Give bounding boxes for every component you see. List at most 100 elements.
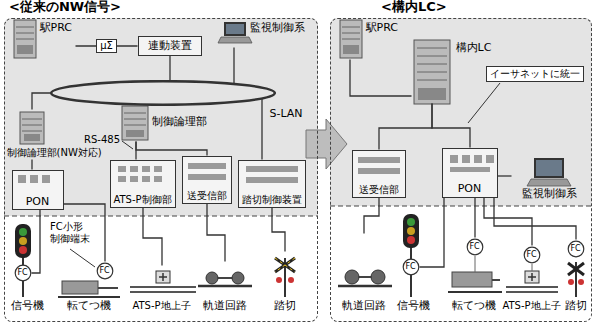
interlocking-box: 連動装置 [138,36,202,56]
system-panel: <構内LC>駅PRC構内LC送受信部PON監視制御系FCFCFCFC軌道回路信号… [330,18,592,322]
connector [169,56,170,81]
device-slot [30,175,38,183]
level-crossing [275,258,584,297]
point-machine [448,291,502,293]
point-machine: 転てつ機 [446,258,502,316]
ats-p-beacon: ATS-P地上子 [126,266,198,316]
rack-panel [17,45,33,54]
ring-outline [51,81,275,105]
leader-line [122,141,133,149]
signal [403,214,419,248]
point-machine: 転てつ機 [56,258,122,316]
transceiver-box: 送受信部 [352,150,406,198]
device-box [442,148,498,198]
rack-slot [16,33,34,34]
node-label: 送受信部 [359,184,399,196]
node-label: ATS-P地上子 [502,300,560,312]
circle-outline [467,239,483,255]
transition-arrow [306,119,347,169]
ats-p-beacon: ATS-P地上子 [500,266,563,316]
node-label: 転てつ機 [452,300,496,313]
transition-arrow [306,119,347,169]
rack-panel [343,45,359,54]
device-slot [154,166,162,172]
panel-ground [4,215,318,216]
server-rack [414,40,450,104]
rack-slot [342,27,360,28]
circle-outline [568,241,584,257]
circle-outline [15,265,31,281]
ats-p-beacon [506,286,558,288]
panel-ground [4,18,318,216]
connector [32,93,51,110]
ats-p-beacon [130,291,196,293]
track-circuit: 軌道回路 [336,234,392,316]
fc-terminal: FC [96,262,114,280]
circle-outline [524,247,540,263]
node-label: ATS-P制御部 [113,194,171,206]
ats-p-beacon [130,286,196,288]
device-slot [42,175,50,183]
device-box [12,170,64,210]
pon-box: PON [442,148,498,198]
ats-p-beacon [525,271,539,283]
ats-p-beacon [156,271,170,283]
point-machine [492,279,500,281]
ring-outline [50,80,276,106]
level-crossing: 踏切 [258,252,312,316]
node-label: 制御論理部(NW対応) [7,147,102,159]
level-crossing [578,279,584,285]
rack-slot [342,39,360,40]
fc-terminal: FC [567,240,585,258]
connector [484,198,532,246]
ats-p-beacon [532,264,533,271]
connector [474,198,475,238]
node-label: 制御論理部 [152,116,207,129]
signal [407,227,415,235]
track-circuit [338,285,392,288]
connector [32,210,41,274]
point-machine [58,296,120,298]
rack-slot [342,33,360,34]
ats-p-beacon [130,264,558,292]
rack-panel [24,134,40,141]
panel-heading: <従来のNW信号> [9,0,121,15]
level-crossing [275,258,295,272]
signal [407,236,415,244]
level-crossing [275,258,295,272]
connector [272,208,285,252]
rack-slot [124,119,146,120]
laptop [224,22,246,36]
fc-terminal: FC [14,264,32,282]
signal [19,246,27,254]
device-slot [18,175,26,183]
ats-p-beacon [528,276,536,278]
device-slot [462,155,470,163]
connector [136,142,207,156]
rack-slot [417,64,447,65]
signal: 信号機 [6,222,50,316]
rack-panel [418,88,446,100]
connector-label: μΣ [96,39,117,53]
ats-p-controller: ATS-P制御部 [110,160,176,208]
connector [31,160,32,170]
circle-outline [97,263,113,279]
rack-slot [124,125,146,126]
rack-slot [417,72,447,73]
transceiver-box: 送受信部 [182,156,232,204]
device-slot [142,166,150,172]
device-box [138,36,202,56]
level-crossing [568,263,584,275]
level-crossing [275,258,295,272]
point-machine [58,256,502,297]
signal: 信号機 [394,212,434,318]
ats-p-beacon [159,276,167,278]
rack-slot [124,113,146,114]
callout-box: イーサネットに統一 [486,66,584,82]
node-label: FC [17,268,27,277]
control-logic: 制御論理部 [118,104,210,142]
connector [420,198,445,268]
node-label: 送受信部 [187,190,227,202]
